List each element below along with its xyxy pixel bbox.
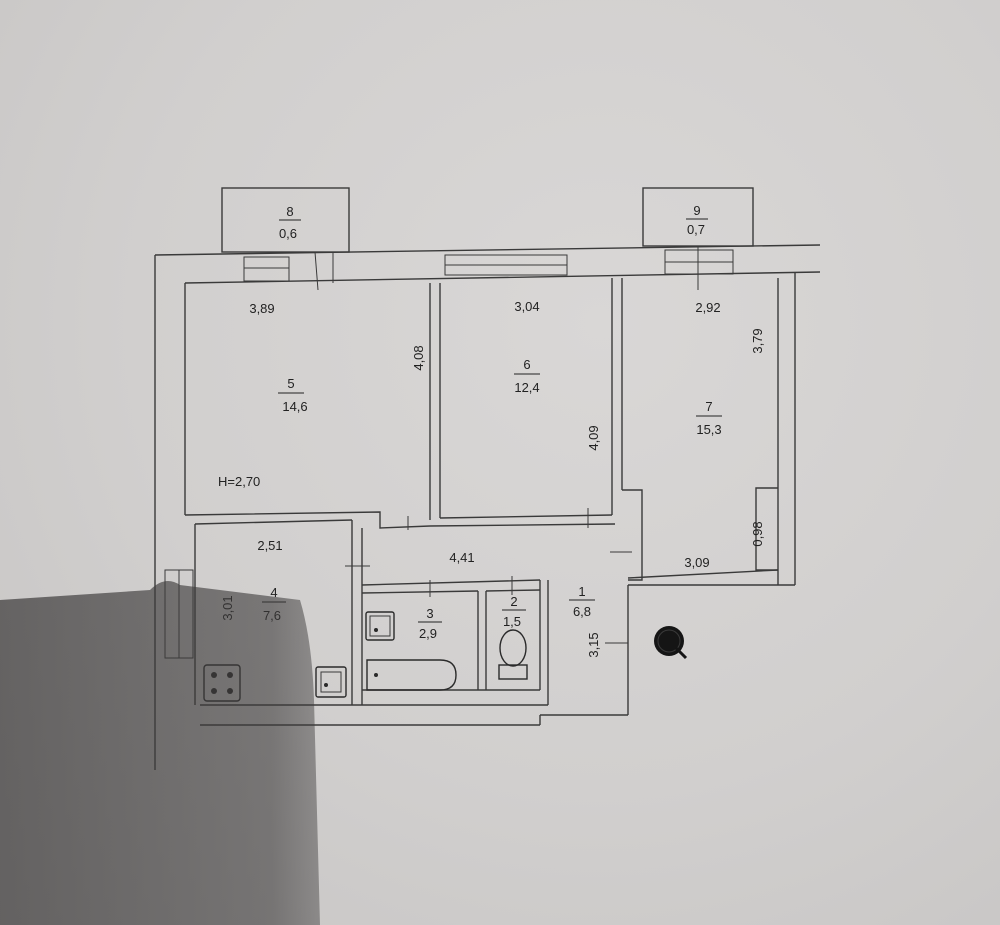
interior-walls xyxy=(184,278,779,705)
stove-icon xyxy=(203,664,241,702)
room-label-4: 4 7,6 xyxy=(262,585,286,623)
dimension-label: 3,09 xyxy=(684,555,709,570)
room-area: 14,6 xyxy=(282,399,307,414)
ceiling-height-note: H=2,70 xyxy=(218,474,260,489)
dimension-label: 0,98 xyxy=(750,521,765,546)
dimension-label: 4,08 xyxy=(411,345,426,370)
toilet-icon xyxy=(498,629,528,680)
room-area: 0,6 xyxy=(279,226,297,241)
bathtub-icon xyxy=(366,659,457,691)
balcony-8 xyxy=(221,187,350,253)
room-number: 6 xyxy=(523,357,530,372)
room-number: 9 xyxy=(693,203,700,218)
room-label-5: 5 14,6 xyxy=(278,376,308,414)
room-area: 2,9 xyxy=(419,626,437,641)
room-area: 6,8 xyxy=(573,604,591,619)
dimension-label: 3,89 xyxy=(249,301,274,316)
room-number: 1 xyxy=(578,584,585,599)
door-marks xyxy=(345,508,632,644)
stamp-icon xyxy=(654,626,688,660)
exterior-walls xyxy=(154,244,821,770)
room-area: 12,4 xyxy=(514,380,539,395)
room-label-6: 6 12,4 xyxy=(514,357,540,395)
room-area: 1,5 xyxy=(503,614,521,629)
dimension-label: 3,01 xyxy=(220,595,235,620)
dimension-label: 3,15 xyxy=(586,632,601,657)
room-number: 5 xyxy=(287,376,294,391)
room-number: 8 xyxy=(286,204,293,219)
dimensions: 3,89 3,04 2,92 2,51 4,41 3,09 4,08 4,09 … xyxy=(220,299,765,658)
room-number: 7 xyxy=(705,399,712,414)
room-number: 4 xyxy=(270,585,277,600)
dimension-label: 2,92 xyxy=(695,300,720,315)
room-number: 2 xyxy=(510,594,517,609)
room-label-3: 3 2,9 xyxy=(418,606,442,641)
dimension-label: 4,41 xyxy=(449,550,474,565)
dimension-label: 3,79 xyxy=(750,328,765,353)
room-number: 3 xyxy=(426,606,433,621)
room-label-9: 9 0,7 xyxy=(686,203,708,237)
dimension-label: 2,51 xyxy=(257,538,282,553)
room-label-2: 2 1,5 xyxy=(502,594,526,629)
sink-icon xyxy=(315,666,347,698)
dimension-label: 3,04 xyxy=(514,299,539,314)
room-area: 0,7 xyxy=(687,222,705,237)
room-label-7: 7 15,3 xyxy=(696,399,722,437)
room-label-8: 8 0,6 xyxy=(279,204,301,241)
bath-sink-icon xyxy=(365,611,395,641)
room-label-1: 1 6,8 xyxy=(569,584,595,619)
room-area: 7,6 xyxy=(263,608,281,623)
dimension-label: 4,09 xyxy=(586,425,601,450)
room-area: 15,3 xyxy=(696,422,721,437)
